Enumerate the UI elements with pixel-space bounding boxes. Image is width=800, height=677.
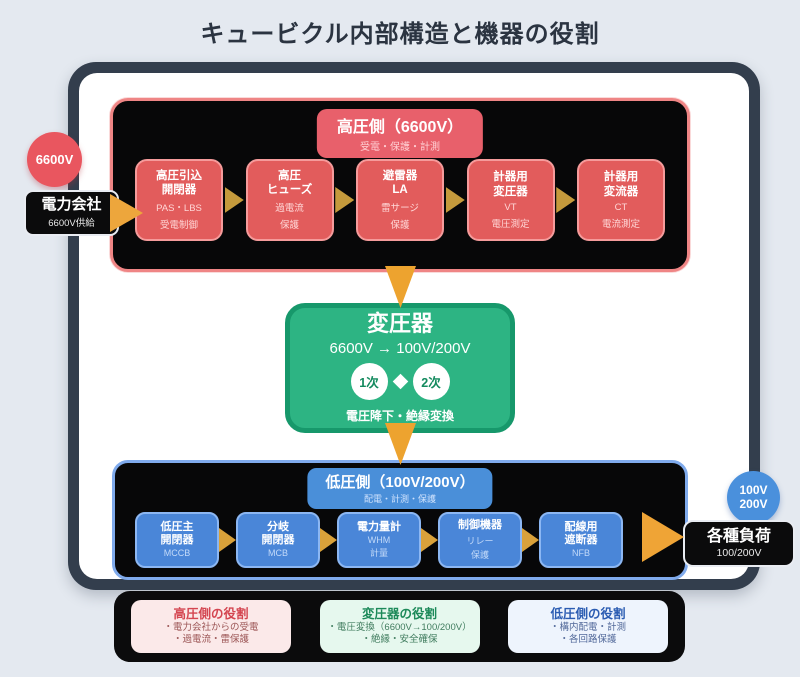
hv-device-box-ct: 計器用変流器 CT 電流測定 (577, 159, 665, 241)
arrow-right-icon (556, 187, 576, 213)
load-label: 各種負荷 100/200V (683, 520, 795, 567)
transformer-box: 変圧器 6600V → 100V/200V 1次 2次 電圧降下・絶縁変換 (285, 303, 515, 433)
voltage-badge-100v-200v: 100V 200V (727, 471, 780, 524)
transformer-conversion: 6600V → 100V/200V (329, 339, 471, 357)
lv-section-subtitle: 配電・計測・保護 (363, 494, 437, 504)
arrow-right-icon (522, 528, 539, 552)
hv-device-box-vt: 計器用変圧器 VT 電圧測定 (466, 159, 555, 241)
power-company-label: 電力会社 6600V供給 (24, 190, 119, 236)
hv-device-box-pas-lbs: 高圧引込開閉器 PAS・LBS 受電制御 (135, 159, 223, 241)
page-title: キュービクル内部構造と機器の役割 (200, 21, 600, 48)
lv-device-box-mcb: 分岐開閉器 MCB (236, 512, 320, 568)
role-card-lv: 低圧側の役割 ・構内配電・計測 ・各回路保護 (508, 600, 668, 653)
role-card-transformer: 変圧器の役割 ・電圧変換（6600V→100/200V） ・絶縁・安全確保 (319, 600, 480, 653)
power-company-sub: 6600V供給 (48, 217, 95, 229)
coupling-diamond-icon (392, 373, 408, 389)
roles-summary-bar: 高圧側の役割 ・電力会社からの受電 ・過電流・雷保護 変圧器の役割 ・電圧変換（… (114, 591, 685, 662)
lv-device-row: 低圧主開閉器 MCCB 分岐開閉器 MCB 電力量計 WHM 計量 制御機器 リ… (135, 512, 623, 568)
transformer-title: 変圧器 (366, 310, 433, 336)
lv-section: 低圧側（100V/200V） 配電・計測・保護 低圧主開閉器 MCCB 分岐開閉… (112, 460, 688, 580)
lv-section-header: 低圧側（100V/200V） 配電・計測・保護 (307, 468, 493, 509)
load-sub: 100/200V (716, 546, 762, 559)
secondary-coil-icon: 2次 (412, 362, 450, 400)
arrow-right-icon (335, 187, 355, 213)
lv-device-box-mccb: 低圧主開閉器 MCCB (135, 512, 219, 568)
load-title: 各種負荷 (706, 528, 771, 546)
transformer-caption: 電圧降下・絶縁変換 (345, 408, 454, 423)
transformer-coils: 1次 2次 (350, 362, 450, 400)
arrow-right-icon (445, 187, 465, 213)
lv-section-title: 低圧側（100V/200V） (325, 474, 475, 491)
lv-device-box-nfb: 配線用遮断器 NFB (539, 512, 623, 568)
primary-coil-icon: 1次 (350, 362, 388, 400)
role-card-hv: 高圧側の役割 ・電力会社からの受電 ・過電流・雷保護 (131, 600, 291, 653)
lv-device-box-relay: 制御機器 リレー 保護 (438, 512, 522, 568)
voltage-badge-6600v: 6600V (27, 132, 82, 187)
arrow-right-icon (421, 528, 438, 552)
hv-section-title: 高圧側（6600V） (336, 119, 464, 136)
power-company-title: 電力会社 (41, 196, 102, 214)
hv-section-subtitle: 受電・保護・計測 (360, 142, 440, 153)
lv-device-box-whm: 電力量計 WHM 計量 (337, 512, 421, 568)
hv-device-box-fuse: 高圧ヒューズ 過電流 保護 (245, 159, 334, 241)
hv-section-header: 高圧側（6600V） 受電・保護・計測 (316, 109, 484, 158)
arrow-right-icon (224, 187, 244, 213)
arrow-right-icon (219, 528, 236, 552)
arrow-right-icon (320, 528, 337, 552)
hv-section: 高圧側（6600V） 受電・保護・計測 高圧引込開閉器 PAS・LBS 受電制御… (110, 98, 690, 272)
